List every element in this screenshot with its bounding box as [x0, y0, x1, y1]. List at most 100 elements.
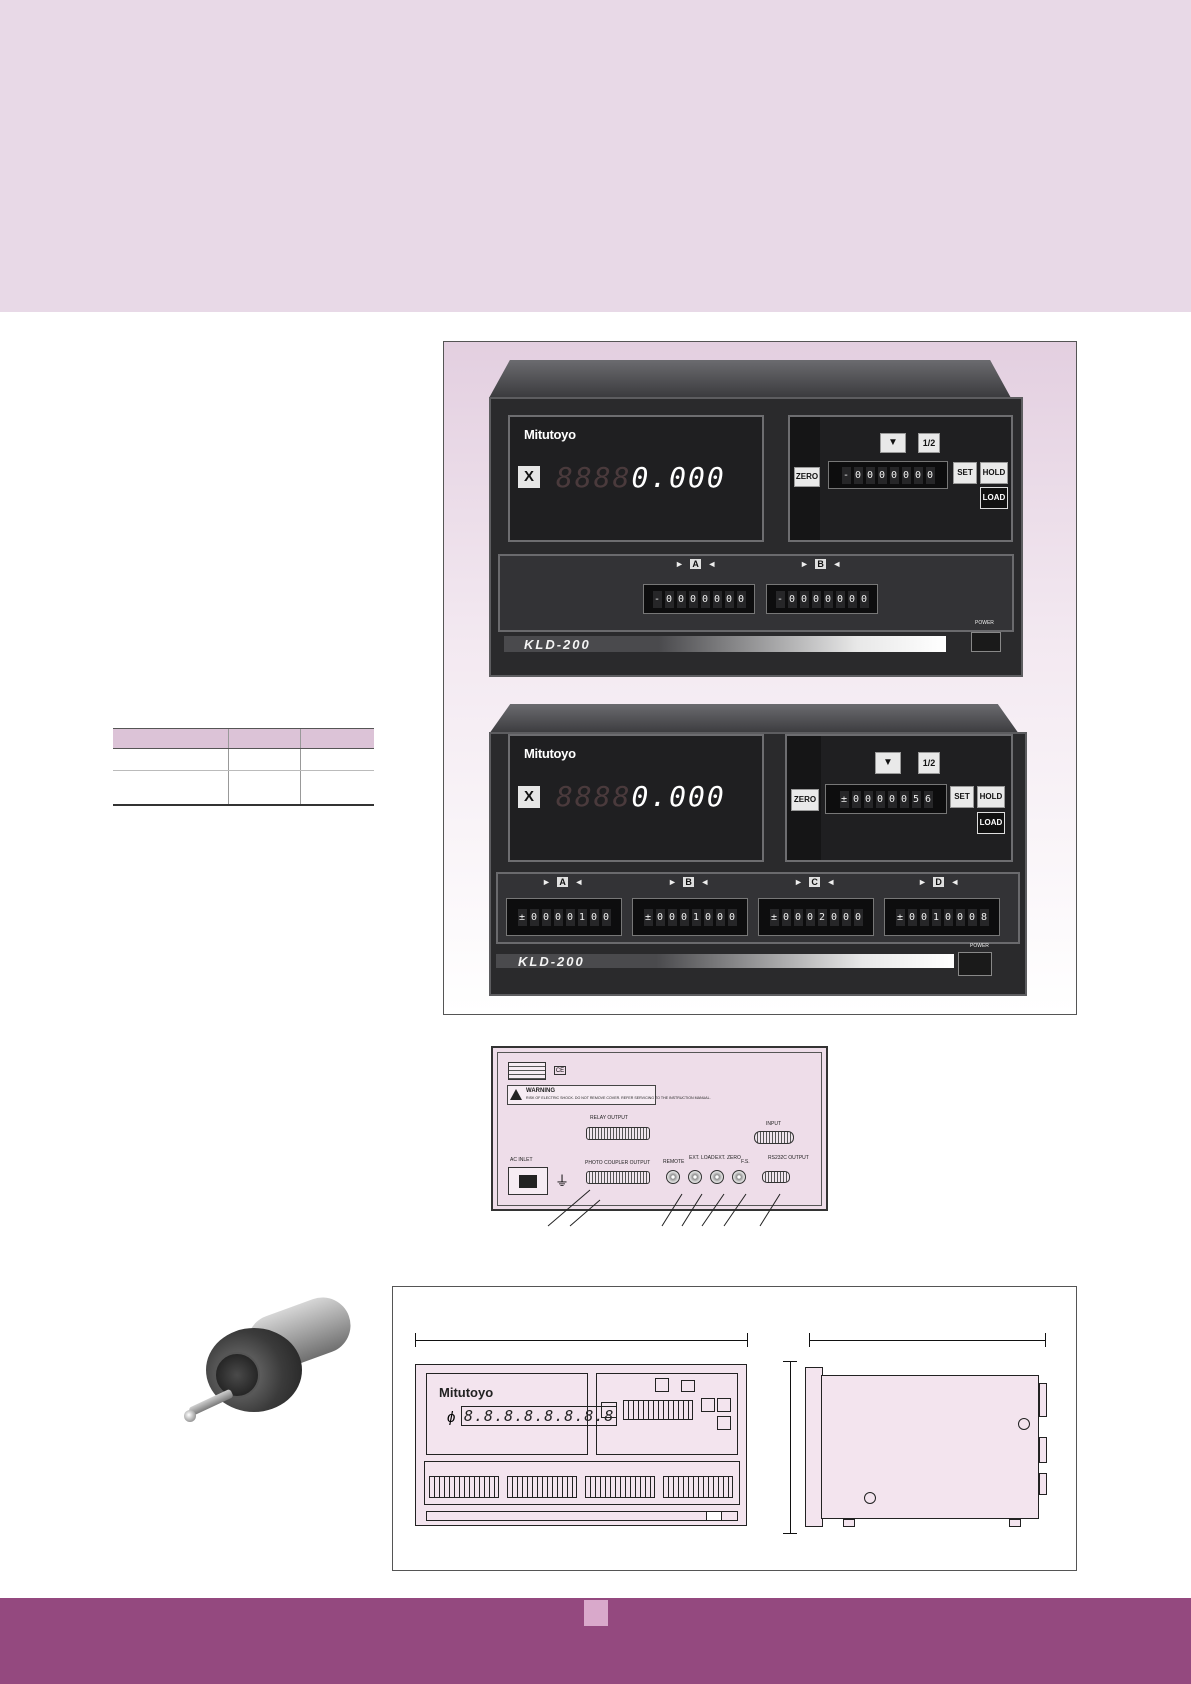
thumbwheel-digit[interactable]: - — [841, 466, 851, 484]
thumbwheel-digit[interactable]: 0 — [700, 590, 710, 608]
thumbwheel-digit[interactable]: 0 — [589, 908, 599, 926]
thumbwheel-digit[interactable]: 0 — [811, 590, 821, 608]
half-button[interactable]: 1/2 — [918, 433, 940, 453]
thumbwheel-digit[interactable]: 0 — [899, 790, 909, 808]
thumbwheel-digit[interactable]: 0 — [829, 908, 839, 926]
ext-load-jack[interactable] — [688, 1170, 702, 1184]
thumbwheel-digit[interactable]: 0 — [967, 908, 977, 926]
thumbwheel-digit[interactable]: 0 — [601, 908, 611, 926]
zero-button[interactable]: ZERO — [791, 789, 819, 811]
thumbwheel-digit[interactable]: 0 — [787, 590, 797, 608]
thumbwheel-digit[interactable]: 0 — [851, 790, 861, 808]
thumbwheel-digit[interactable]: 0 — [841, 908, 851, 926]
thumbwheel-digit[interactable]: 0 — [919, 908, 929, 926]
thumbwheel-digit[interactable]: 0 — [715, 908, 725, 926]
thumbwheel-digit[interactable]: 8 — [979, 908, 989, 926]
thumbwheel-digit[interactable]: ± — [839, 790, 849, 808]
remote-jack[interactable] — [666, 1170, 680, 1184]
thumbwheel-digit[interactable]: 0 — [853, 908, 863, 926]
thumbwheel-digit[interactable]: 0 — [529, 908, 539, 926]
thumbwheel-digit[interactable]: 0 — [664, 590, 674, 608]
rs232c-connector[interactable] — [762, 1171, 790, 1183]
set-button[interactable]: SET — [953, 462, 977, 484]
power-switch[interactable] — [958, 952, 992, 976]
thumbwheel-digit[interactable]: 0 — [799, 590, 809, 608]
thumbwheel-digit[interactable]: 0 — [727, 908, 737, 926]
thumbwheel-digit[interactable]: 0 — [712, 590, 722, 608]
thumbwheel-digit[interactable]: - — [775, 590, 785, 608]
foot-outline — [1009, 1519, 1021, 1527]
band-letter: C — [809, 877, 820, 887]
load-button[interactable]: LOAD — [977, 812, 1005, 834]
thumbwheel-digit[interactable]: 0 — [724, 590, 734, 608]
thumbwheel-digit[interactable]: 0 — [863, 790, 873, 808]
thumbwheel-digit[interactable]: 0 — [877, 466, 887, 484]
thumbwheel-digit[interactable]: 0 — [667, 908, 677, 926]
thumbwheel-digit[interactable]: ± — [643, 908, 653, 926]
fs-jack[interactable] — [732, 1170, 746, 1184]
thumbwheel-digit[interactable]: 1 — [691, 908, 701, 926]
unit-1-top-cover — [489, 360, 1011, 398]
thumbwheel-digit[interactable]: 1 — [577, 908, 587, 926]
thumbwheel-digit[interactable]: 6 — [923, 790, 933, 808]
thumbwheel-digit[interactable]: ± — [769, 908, 779, 926]
thumbwheel-digit[interactable]: ± — [517, 908, 527, 926]
thumbwheel-digit[interactable]: 0 — [688, 590, 698, 608]
thumbwheel-digit[interactable]: 0 — [925, 466, 935, 484]
thumbwheel-digit[interactable]: 0 — [679, 908, 689, 926]
zero-button[interactable]: ZERO — [794, 467, 820, 487]
thumbwheel-digit[interactable]: 0 — [835, 590, 845, 608]
thumbwheel-digit[interactable]: ± — [895, 908, 905, 926]
thumbwheel-digit[interactable]: 0 — [901, 466, 911, 484]
thumbwheel-digit[interactable]: 2 — [817, 908, 827, 926]
tolerance-button[interactable]: ▼ — [875, 752, 901, 774]
thumbwheel-digit[interactable]: 0 — [889, 466, 899, 484]
thumbwheel-digit[interactable]: 0 — [781, 908, 791, 926]
half-button[interactable]: 1/2 — [918, 752, 940, 774]
height-dimension — [790, 1361, 791, 1533]
thumbwheel-digit[interactable]: 1 — [931, 908, 941, 926]
tolerance-button[interactable]: ▼ — [880, 433, 906, 453]
thumbwheel-digit[interactable]: 0 — [887, 790, 897, 808]
thumbwheel-digit[interactable]: 0 — [823, 590, 833, 608]
thumbwheel-digit[interactable]: 0 — [865, 466, 875, 484]
thumbwheel-digit[interactable]: 0 — [913, 466, 923, 484]
thumbwheel-digit[interactable]: 0 — [943, 908, 953, 926]
relay-output-connector[interactable] — [586, 1127, 650, 1140]
thumbwheel-digit[interactable]: 0 — [703, 908, 713, 926]
thumbwheel-digit[interactable]: 0 — [853, 466, 863, 484]
ext-zero-jack[interactable] — [710, 1170, 724, 1184]
power-switch[interactable] — [971, 632, 1001, 652]
front-width-dimension — [415, 1340, 747, 1341]
thumbwheel-digit[interactable]: 0 — [736, 590, 746, 608]
hold-button[interactable]: HOLD — [980, 462, 1008, 484]
input-connector[interactable] — [754, 1131, 794, 1144]
thumbwheel-digit[interactable]: 0 — [859, 590, 869, 608]
thumbwheel-digit[interactable]: 0 — [875, 790, 885, 808]
thumbwheel-digit[interactable]: - — [652, 590, 662, 608]
photo-coupler-connector[interactable] — [586, 1171, 650, 1184]
thumbwheel-digit[interactable]: 0 — [541, 908, 551, 926]
thumbwheel-digit[interactable]: 0 — [793, 908, 803, 926]
thumbwheel-digit[interactable]: 0 — [655, 908, 665, 926]
set-button[interactable]: SET — [950, 786, 974, 808]
thumbwheel-digit[interactable]: 0 — [907, 908, 917, 926]
hold-button[interactable]: HOLD — [977, 786, 1005, 808]
thumbwheel-digit[interactable]: 0 — [676, 590, 686, 608]
thumbwheel-digit[interactable]: 0 — [805, 908, 815, 926]
thumbwheel-digit[interactable]: 5 — [911, 790, 921, 808]
thumbwheel-digit[interactable]: 0 — [847, 590, 857, 608]
thumbwheel-digit[interactable]: 0 — [553, 908, 563, 926]
thumbwheel-digit[interactable]: 0 — [955, 908, 965, 926]
ac-inlet[interactable] — [508, 1167, 548, 1195]
load-button[interactable]: LOAD — [980, 487, 1008, 509]
thumbwheel-digit[interactable]: 0 — [565, 908, 575, 926]
